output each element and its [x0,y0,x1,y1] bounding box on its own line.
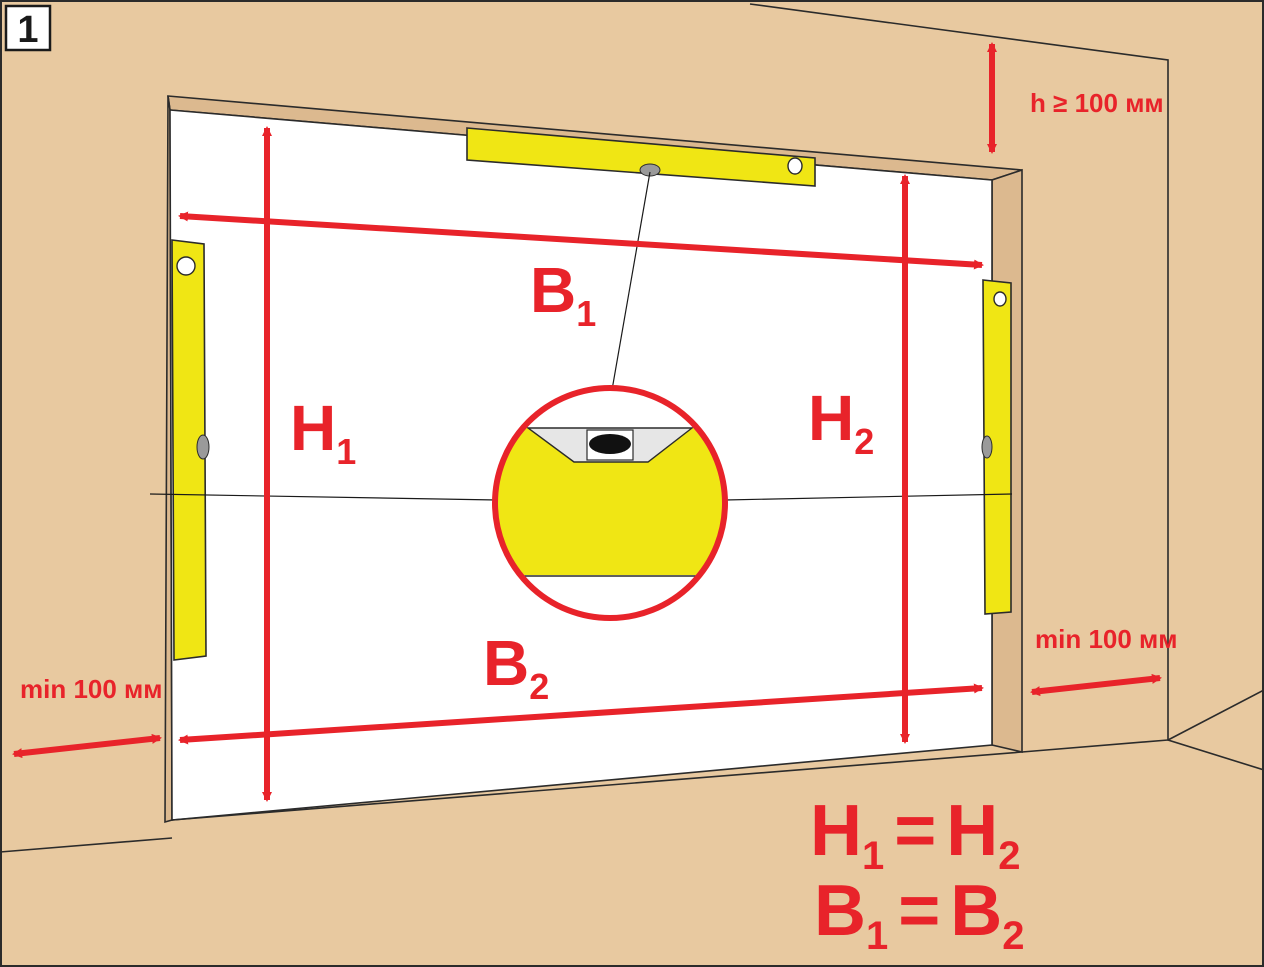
label-clearance-top: h ≥ 100 мм [1030,88,1164,118]
label-width-bottom: B2 [483,627,549,707]
label-clearance-left: min 100 мм [20,674,163,704]
step-number: 1 [17,9,38,51]
floor-line [171,751,1023,821]
arrow-clearance-right [1030,673,1162,697]
equation-heights: H1=H2 [810,791,1021,878]
reference-lines [149,171,1013,501]
label-clearance-right: min 100 мм [1035,624,1178,654]
room-lines [0,3,1264,853]
equation-widths: B1=B2 [814,871,1025,958]
dimension-arrows [12,42,1162,802]
bubble-magnifier [492,385,728,621]
arrow-width-top [178,211,984,270]
arrow-width-bottom [178,683,984,745]
step-number-badge: 1 [4,4,52,52]
spirit-level-top [466,127,816,187]
label-width-top: B1 [530,254,596,334]
spirit-level-right [981,279,1012,615]
label-height-right: H2 [808,382,874,462]
label-height-left: H1 [290,392,356,472]
spirit-level-left [171,239,210,661]
arrow-clearance-left [12,733,162,759]
